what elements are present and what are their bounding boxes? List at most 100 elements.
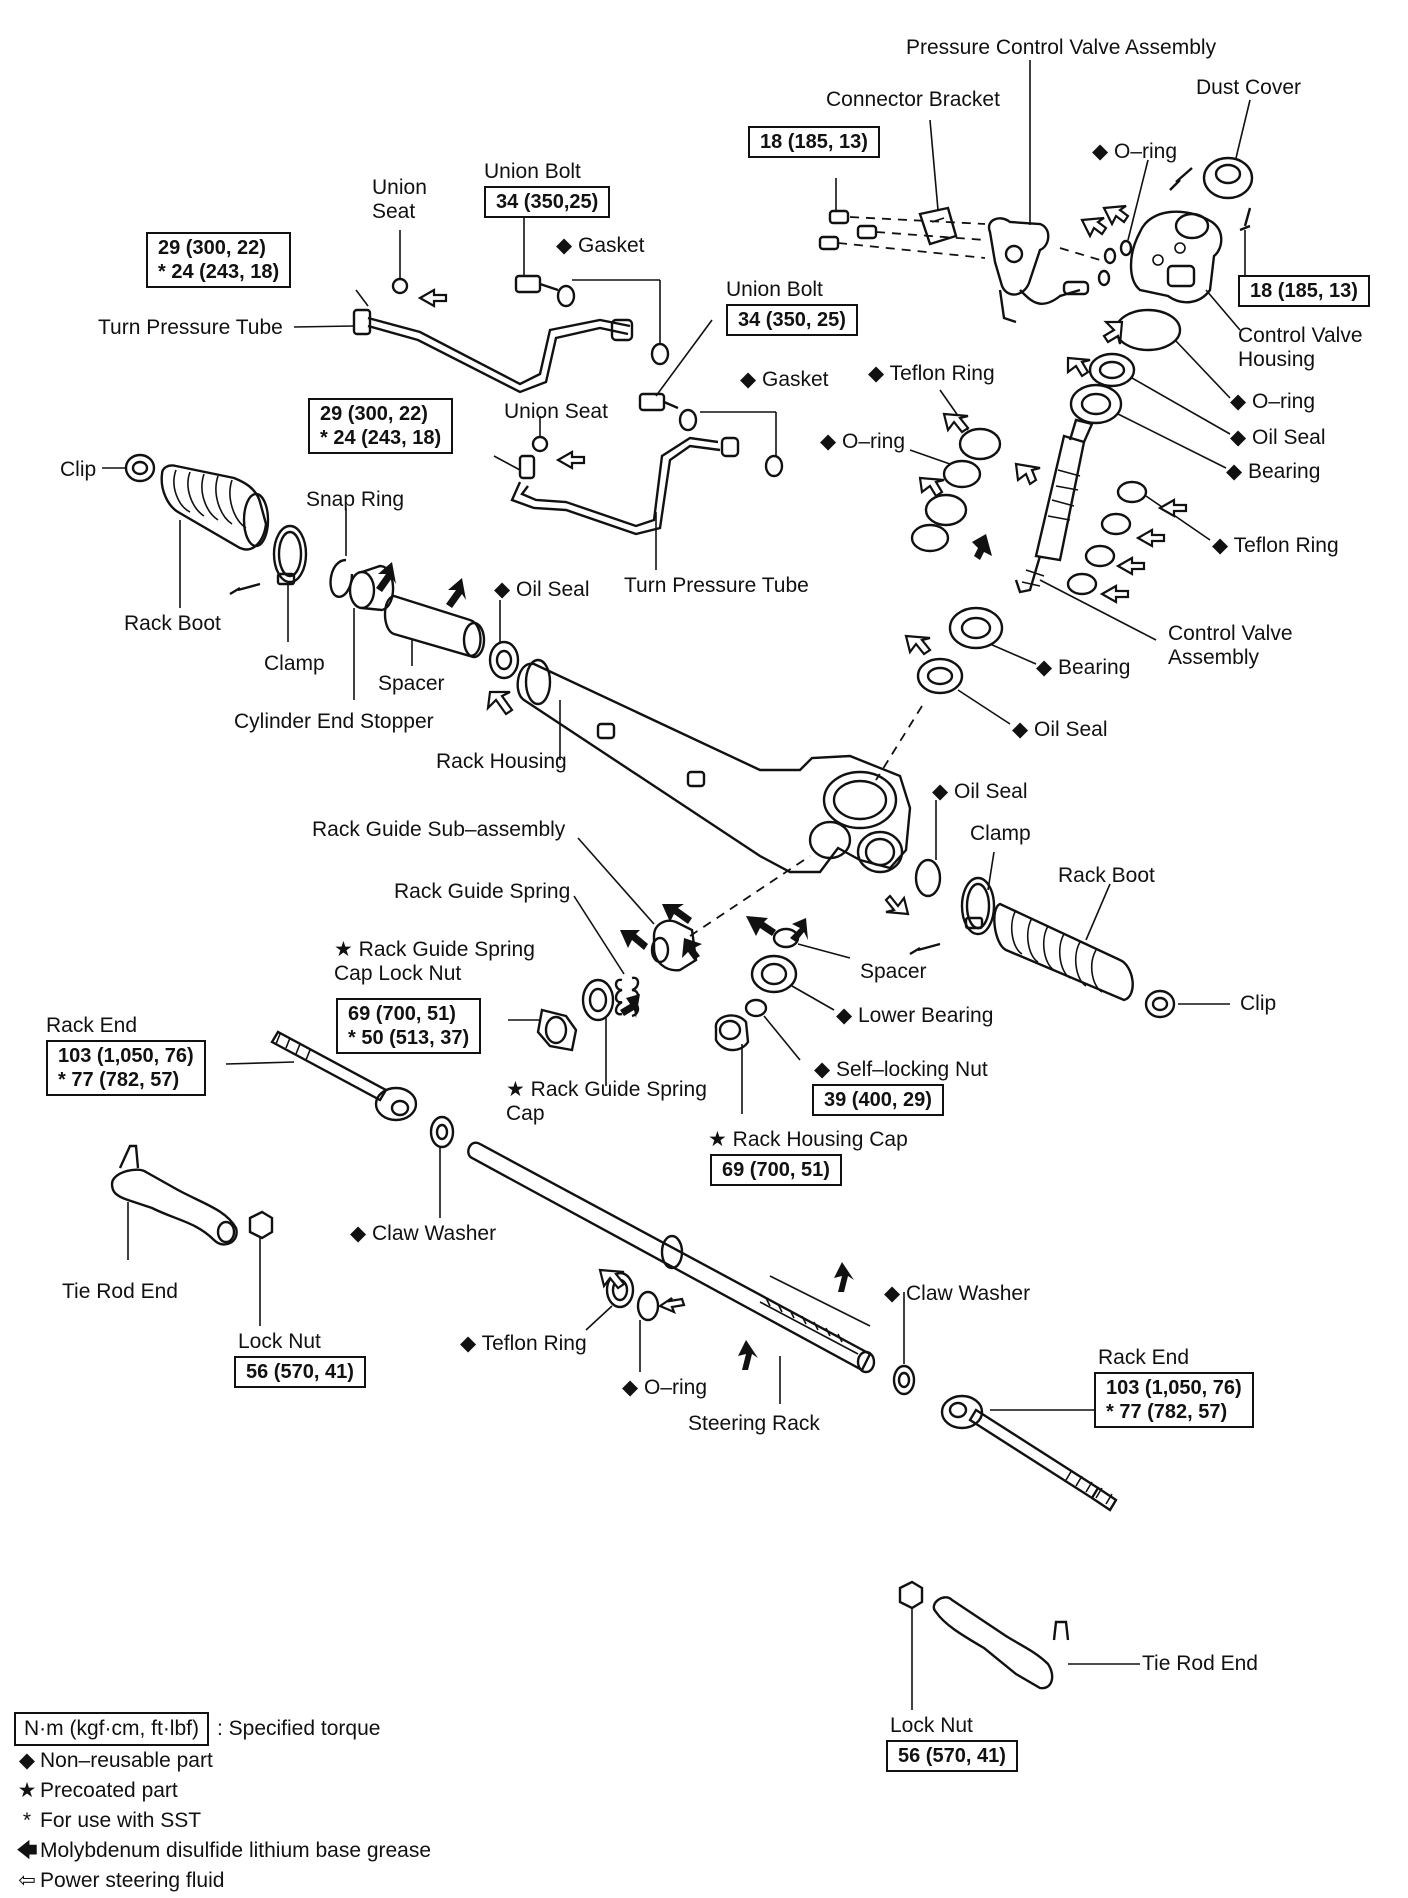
oil-seal-upper (1088, 352, 1231, 435)
bearing-upper (1069, 383, 1227, 469)
label-turn-pressure-tube-top: Turn Pressure Tube (98, 316, 283, 339)
label-tie-rod-end-right: Tie Rod End (1142, 1652, 1258, 1675)
label-union-bolt-top: Union Bolt (484, 160, 581, 183)
label-clamp-right: Clamp (970, 822, 1031, 845)
small-orings (1097, 159, 1149, 287)
label-control-valve-housing: Control Valve Housing (1238, 324, 1363, 371)
tie-rod-end-left (110, 1144, 238, 1260)
lock-nut-right (898, 1580, 924, 1710)
rack-guide-lock-nut (508, 1008, 578, 1052)
label-rack-guide-spring: Rack Guide Spring (394, 880, 571, 903)
torque-tube-mid: 29 (300, 22) * 24 (243, 18) (308, 398, 454, 454)
label-rack-end-left: Rack End (46, 1014, 138, 1037)
label-rack-boot-right: Rack Boot (1058, 864, 1155, 887)
union-seat-top (391, 230, 409, 295)
spacer-right (772, 927, 851, 959)
rack-end-left (225, 1030, 418, 1122)
torque-self-locking-nut: 39 (400, 29) (812, 1084, 944, 1116)
label-self-locking-nut: ◆ Self–locking Nut (814, 1058, 988, 1081)
label-dust-cover: Dust Cover (1196, 76, 1302, 99)
legend-sst-row: * For use with SST (14, 1806, 431, 1836)
oring-rack (636, 1290, 660, 1372)
torque-tube-top: 29 (300, 22) * 24 (243, 18) (146, 232, 292, 288)
torque-lock-nut-left: 56 (570, 41) (234, 1356, 366, 1388)
label-rack-guide-sub-assembly: Rack Guide Sub–assembly (312, 818, 566, 841)
union-bolt-top (514, 216, 670, 366)
label-union-bolt-mid: Union Bolt (726, 278, 823, 301)
label-rack-end-right: Rack End (1098, 1346, 1190, 1369)
label-oil-seal-right: ◆ Oil Seal (1230, 426, 1326, 449)
clamp-left (229, 524, 308, 642)
label-spacer-right: Spacer (860, 960, 927, 983)
label-union-seat-top: Union Seat (372, 176, 427, 223)
rack-boot-left (160, 464, 270, 608)
legend-moly: Molybdenum disulfide lithium base grease (40, 1839, 432, 1862)
label-lock-nut-right: Lock Nut (890, 1714, 973, 1737)
label-pressure-control-valve: Pressure Control Valve Assembly (906, 36, 1217, 59)
legend-specified-torque: : Specified torque (216, 1717, 381, 1740)
rack-housing (516, 658, 923, 874)
legend-precoated-row: ★ Precoated part (14, 1776, 431, 1806)
label-bearing-right: ◆ Bearing (1226, 460, 1321, 483)
label-clip-left: Clip (60, 458, 97, 481)
label-teflon-ring-right: ◆ Teflon Ring (1212, 534, 1339, 557)
teflon-ring-rack (585, 1271, 635, 1331)
oil-seal-left (488, 600, 520, 680)
label-turn-pressure-tube-mid: Turn Pressure Tube (624, 574, 809, 597)
legend-torque-row: N·m (kgf·cm, ft·lbf) : Specified torque (14, 1712, 431, 1746)
label-union-seat-mid: Union Seat (504, 400, 608, 423)
connector-bracket (918, 119, 958, 246)
torque-lock-nut-cap: 69 (700, 51) * 50 (513, 37) (336, 998, 482, 1054)
label-clamp-left: Clamp (264, 652, 325, 675)
diamond-icon: ◆ (18, 1749, 36, 1772)
torque-union-bolt-top: 34 (350,25) (484, 186, 611, 218)
label-claw-washer-left: ◆ Claw Washer (350, 1222, 497, 1245)
legend-non-reusable: Non–reusable part (40, 1749, 213, 1772)
lower-bearing (750, 954, 835, 1011)
label-spacer-left: Spacer (378, 672, 445, 695)
hollow-arrow-icon: ⇦ (18, 1869, 36, 1892)
torque-connector-bracket: 18 (185, 13) (748, 126, 880, 158)
legend-psf: Power steering fluid (40, 1869, 225, 1892)
label-lower-bearing: ◆ Lower Bearing (836, 1004, 994, 1027)
union-bolt-mid (638, 319, 784, 478)
cylinder-end-stopper (348, 564, 395, 700)
label-rack-housing-cap: ★ Rack Housing Cap (708, 1128, 908, 1151)
label-oring-top: ◆ O–ring (1092, 140, 1178, 163)
rack-housing-cap (714, 1014, 750, 1114)
label-cylinder-end-stopper: Cylinder End Stopper (234, 710, 434, 733)
claw-washer-left (429, 1115, 455, 1218)
torque-rack-end-left: 103 (1,050, 76) * 77 (782, 57) (46, 1040, 206, 1096)
label-oil-seal-left: ◆ Oil Seal (494, 578, 590, 601)
label-rack-housing: Rack Housing (436, 750, 567, 773)
star-icon: ★ (17, 1779, 37, 1802)
torque-lock-nut-right: 56 (570, 41) (886, 1740, 1018, 1772)
solid-arrow-icon: 🡄 (16, 1839, 38, 1862)
housing-bolts (1169, 167, 1252, 275)
label-steering-rack: Steering Rack (688, 1412, 820, 1435)
torque-rack-end-right: 103 (1,050, 76) * 77 (782, 57) (1094, 1372, 1254, 1428)
label-tie-rod-end-left: Tie Rod End (62, 1280, 178, 1303)
rack-guide-spring-cap (581, 978, 615, 1086)
legend-moly-row: 🡄 Molybdenum disulfide lithium base grea… (14, 1836, 431, 1866)
spacer-left (383, 594, 486, 666)
legend-unit-box: N·m (kgf·cm, ft·lbf) (14, 1712, 209, 1746)
teflon-rings-right (1066, 480, 1211, 596)
label-oring-mid: ◆ O–ring (820, 430, 906, 453)
legend-sst: For use with SST (40, 1809, 202, 1832)
rack-guide (577, 837, 811, 972)
control-valve-housing (1129, 210, 1241, 331)
turn-pressure-tube-mid (493, 436, 740, 570)
union-seat-mid (531, 416, 549, 453)
grease-arrows (376, 534, 992, 1370)
pressure-control-valve (837, 60, 1101, 324)
label-oring-right: ◆ O–ring (1230, 390, 1316, 413)
label-oil-seal-mid: ◆ Oil Seal (1012, 718, 1108, 741)
legend-precoated: Precoated part (40, 1779, 178, 1802)
clamp-right (909, 851, 996, 956)
label-claw-washer-right: ◆ Claw Washer (884, 1282, 1031, 1305)
label-snap-ring: Snap Ring (306, 488, 405, 511)
clip-right (1144, 989, 1230, 1019)
legend-non-reusable-row: ◆ Non–reusable part (14, 1746, 431, 1776)
